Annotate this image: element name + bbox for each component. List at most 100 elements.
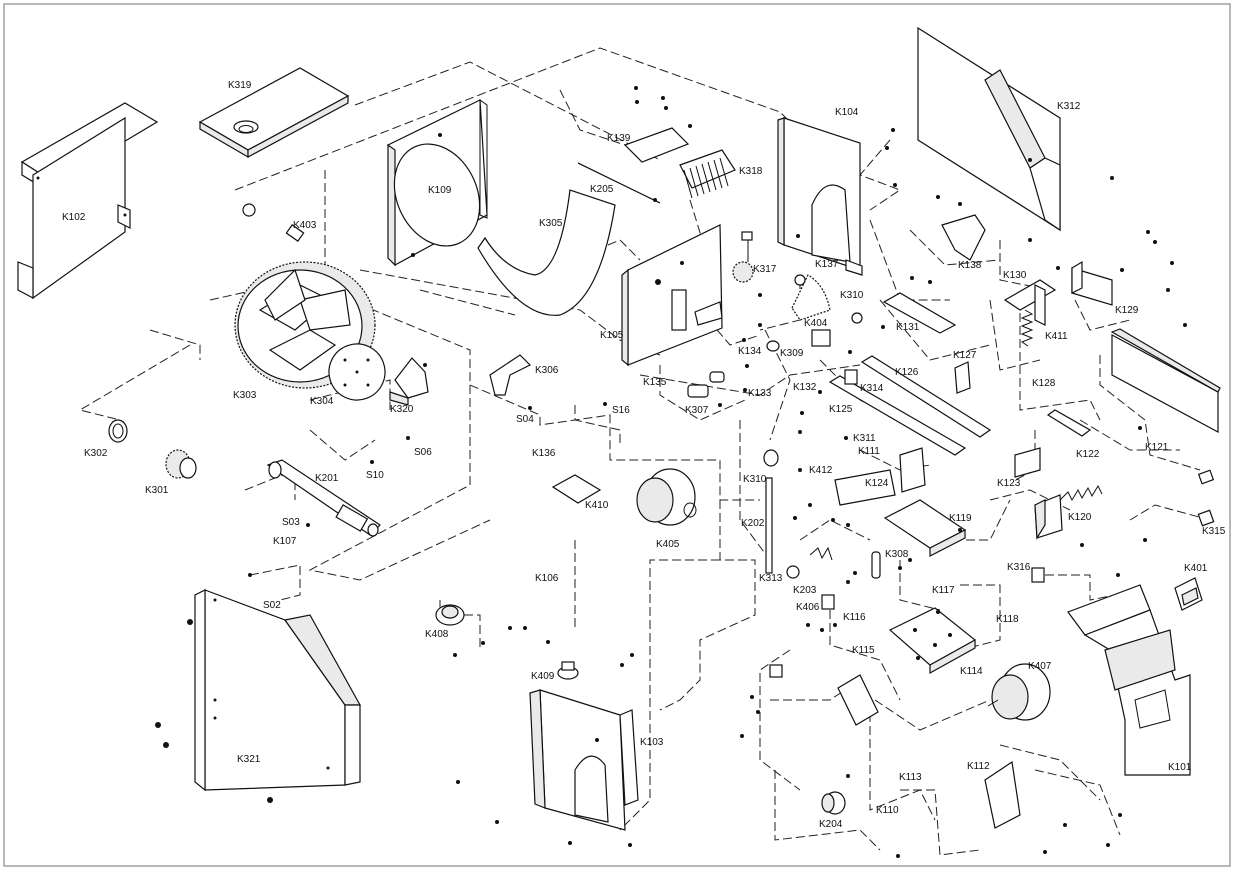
label-k120: K120 (1068, 512, 1092, 523)
part-k321-side-panel (194, 589, 362, 792)
part-k131-strip (882, 292, 957, 334)
label-s16: S16 (612, 405, 630, 416)
label-k410: K410 (585, 500, 609, 511)
part-k407-motor (987, 663, 1051, 721)
label-k319: K319 (228, 80, 252, 91)
part-k123-plate (1014, 447, 1041, 478)
part-k126-rail (828, 355, 992, 456)
label-k302: K302 (84, 448, 108, 459)
label-k118: K118 (996, 614, 1019, 625)
part-small-components (687, 312, 863, 398)
part-k130-bracket (1003, 279, 1057, 326)
label-k114: K114 (960, 666, 983, 677)
label-k403: K403 (293, 220, 317, 231)
part-k318-comb (679, 149, 736, 199)
part-k104-frame (777, 117, 863, 276)
part-k127-bracket (954, 361, 971, 394)
label-k409: K409 (531, 671, 555, 682)
part-k411-spring (1020, 309, 1034, 347)
label-k317: K317 (753, 264, 777, 275)
part-k105-plate (621, 224, 723, 367)
label-k308: K308 (885, 549, 909, 560)
part-k109-frame (387, 99, 488, 267)
label-s02: S02 (263, 600, 281, 611)
label-k116: K116 (843, 612, 866, 623)
part-k308-pin (871, 551, 881, 579)
part-k122-bracket (1046, 409, 1092, 437)
label-k135: K135 (643, 377, 667, 388)
part-k319-plate (198, 67, 350, 159)
label-s06: S06 (414, 447, 432, 458)
part-k316-clip (1031, 567, 1045, 583)
label-k408: K408 (425, 629, 449, 640)
label-k133: K133 (748, 388, 772, 399)
label-k405: K405 (656, 539, 680, 550)
label-k113: K113 (899, 772, 922, 783)
label-k318: K318 (739, 166, 763, 177)
part-k315-connector (1197, 469, 1215, 527)
part-k410-plate (551, 474, 602, 504)
label-k111: K111 (858, 446, 880, 457)
part-k205-rod (577, 162, 661, 204)
label-k412: K412 (809, 465, 833, 476)
label-k406: K406 (796, 602, 820, 613)
label-k109: K109 (428, 185, 452, 196)
scattered-screws (155, 128, 1187, 858)
label-k138: K138 (958, 260, 982, 271)
part-k204-roller (821, 791, 846, 815)
label-k104: K104 (835, 107, 859, 118)
label-k305: K305 (539, 218, 563, 229)
label-k312: K312 (1057, 101, 1081, 112)
label-k103: K103 (640, 737, 664, 748)
part-k103-frame (529, 689, 639, 831)
part-k114-plate (888, 607, 977, 675)
label-k205: K205 (590, 184, 614, 195)
label-k411: K411 (1045, 331, 1068, 342)
label-k105: K105 (600, 330, 624, 341)
label-k107: K107 (273, 536, 297, 547)
label-k119: K119 (949, 513, 972, 524)
label-k307: K307 (685, 405, 709, 416)
label-k130: K130 (1003, 270, 1027, 281)
label-k201: K201 (315, 473, 339, 484)
label-k303: K303 (233, 390, 257, 401)
label-k134: K134 (738, 346, 762, 357)
label-k102: K102 (62, 212, 86, 223)
label-k309: K309 (780, 348, 804, 359)
label-k112: K112 (967, 761, 990, 772)
label-k304: K304 (310, 396, 334, 407)
part-k119-plate (883, 499, 967, 557)
label-k401: K401 (1184, 563, 1208, 574)
label-s03: S03 (282, 517, 300, 528)
label-k137: K137 (815, 259, 839, 270)
label-k132: K132 (793, 382, 817, 393)
label-k124: K124 (865, 478, 889, 489)
part-k304-disc (328, 343, 429, 406)
label-s10: S10 (366, 470, 384, 481)
label-k314: K314 (860, 383, 884, 394)
label-k310a: K310 (840, 290, 864, 301)
part-k405-motor (636, 468, 697, 526)
part-k409-foot (557, 661, 579, 680)
part-k201-shaft-assembly (108, 419, 381, 537)
label-s04: S04 (516, 414, 534, 425)
part-k102-bracket (17, 102, 159, 300)
diagram-border (3, 3, 1231, 867)
label-k123: K123 (997, 478, 1021, 489)
label-k117: K117 (932, 585, 955, 596)
part-k139-plate (623, 86, 692, 163)
label-k122: K122 (1076, 449, 1100, 460)
part-k138-bracket (936, 195, 986, 261)
label-k129: K129 (1115, 305, 1139, 316)
label-k203: K203 (793, 585, 817, 596)
label-k320: K320 (390, 404, 414, 415)
label-k136: K136 (532, 448, 556, 459)
part-k202-rod (763, 449, 833, 579)
label-k404: K404 (804, 318, 828, 329)
label-k204: K204 (819, 819, 843, 830)
label-k310b: K310 (743, 474, 767, 485)
label-k101: K101 (1168, 762, 1192, 773)
part-k317-gear (732, 231, 754, 283)
label-k106: K106 (535, 573, 559, 584)
